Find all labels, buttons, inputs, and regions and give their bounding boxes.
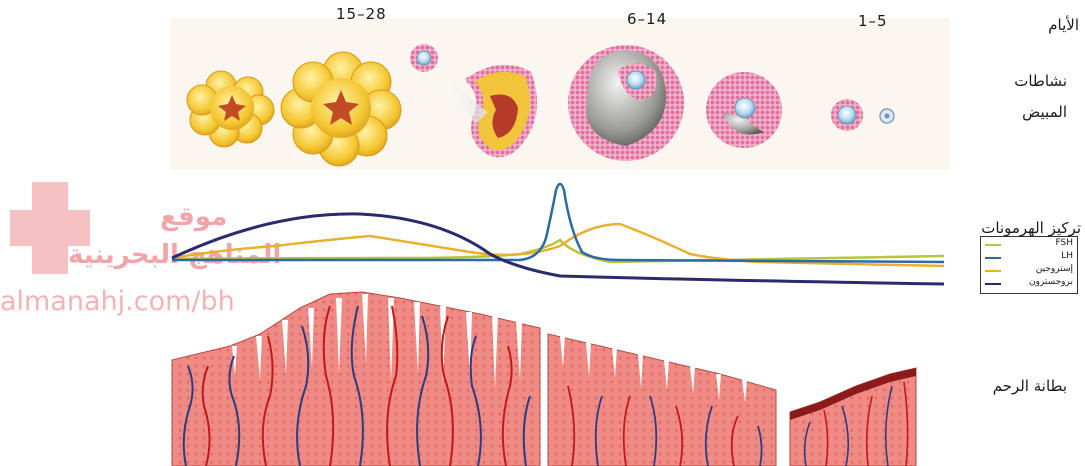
uterine-lining-illustration (0, 290, 1085, 466)
legend-label-lh: LH (1061, 251, 1073, 261)
legend-item-fsh: FSH (985, 238, 1073, 251)
endometrium-menstrual (790, 368, 916, 466)
legend-label-estrogen: إستروجين (1036, 264, 1073, 274)
endometrium-secretory (172, 292, 540, 466)
legend-item-estrogen: إستروجين (985, 264, 1073, 277)
progesterone-curve (172, 214, 944, 284)
endometrium-proliferative (548, 334, 776, 466)
legend-item-progesterone: بروجسترون (985, 277, 1073, 290)
legend-label-progesterone: بروجسترون (1029, 277, 1073, 287)
lh-curve (172, 184, 944, 262)
hormone-curves (0, 0, 1085, 300)
legend-label-fsh: FSH (1056, 238, 1074, 248)
legend-item-lh: LH (985, 251, 1073, 264)
hormone-legend: FSH LH إستروجين بروجسترون (980, 236, 1078, 294)
